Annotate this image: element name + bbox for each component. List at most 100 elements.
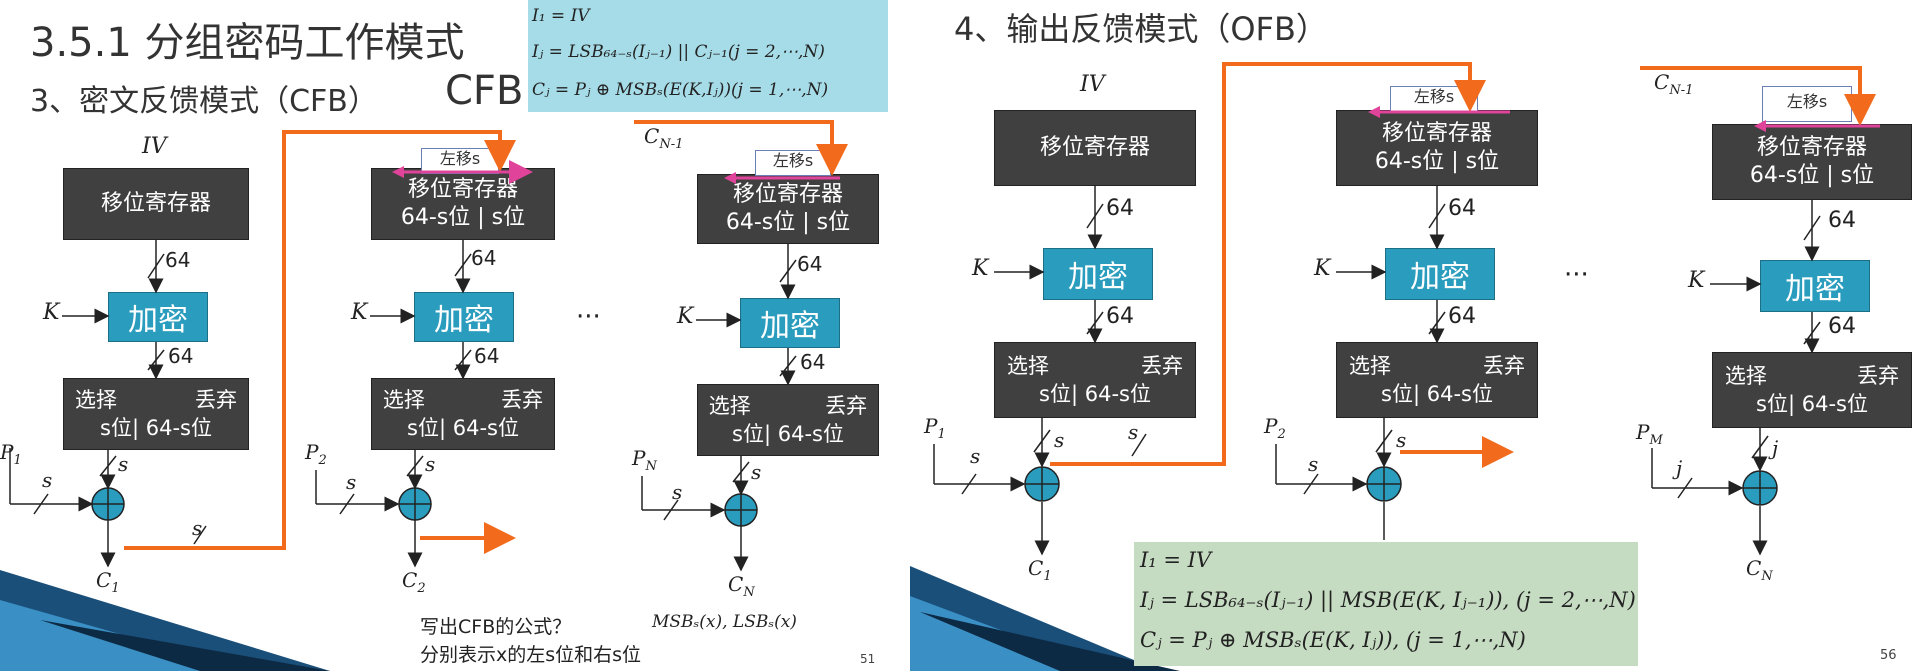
- decorative-stripes: [910, 566, 1180, 671]
- slide-title: 3.5.1 分组密码工作模式: [30, 20, 465, 66]
- c-sub: 1: [1043, 569, 1052, 584]
- c-sub: 2: [417, 581, 426, 596]
- shift-register-label: 移位寄存器: [1756, 135, 1867, 160]
- select-label: 选择: [1724, 364, 1767, 388]
- bits-64: 64: [168, 344, 194, 368]
- bits-64: 64: [797, 252, 823, 276]
- note-text: 分别表示x的左s位和右s位: [420, 644, 642, 666]
- s-label: s: [118, 452, 129, 476]
- shift-register-label: 移位寄存器: [1381, 121, 1492, 146]
- encrypt-block-1: 加密: [1043, 248, 1153, 300]
- p-sub: 1: [13, 453, 22, 468]
- select-label: 选择: [708, 394, 751, 418]
- p-sub: 2: [318, 453, 327, 468]
- key-label: K: [677, 304, 694, 329]
- p-sub: M: [1649, 433, 1663, 448]
- c-sub: N-1: [659, 137, 684, 152]
- encrypt-label: 加密: [1068, 260, 1128, 295]
- select-bits: s位| 64-s位: [407, 416, 519, 440]
- formula-line: I₁ = IV: [1140, 548, 1212, 572]
- output-cn: CN: [728, 572, 755, 600]
- c-letter: C: [644, 124, 660, 148]
- shift-register-label: 移位寄存器: [1039, 135, 1150, 160]
- select-block-2: 选择丢弃 s位| 64-s位: [1336, 342, 1538, 418]
- discard-label: 丢弃: [825, 394, 868, 418]
- page-number: 51: [860, 652, 876, 666]
- output-c2: C2: [402, 568, 426, 596]
- decorative-stripes: [0, 570, 330, 671]
- key-label: K: [972, 256, 989, 281]
- c-letter: C: [728, 572, 744, 596]
- select-block-2: 选择 丢弃 s位| 64-s位: [371, 378, 555, 450]
- xor-icon: [91, 487, 758, 527]
- select-bits: s位| 64-s位: [1756, 392, 1868, 416]
- s-label: s: [1396, 428, 1407, 452]
- encrypt-block-2: 加密: [1385, 248, 1495, 300]
- question-text: 写出CFB的公式？: [420, 616, 572, 638]
- s-label: s: [970, 444, 981, 468]
- encrypt-label: 加密: [1785, 272, 1845, 307]
- s-label: s: [425, 452, 436, 476]
- output-c1: C1: [96, 568, 120, 596]
- select-bits: s位| 64-s位: [100, 416, 212, 440]
- subtitle-suffix: CFB: [445, 68, 524, 114]
- bits-64: 64: [471, 246, 497, 270]
- xor-icon: [1024, 466, 1778, 506]
- cfb-formula-box: I₁ = IV Iⱼ = LSB₆₄₋ₛ(Iⱼ₋₁) || Cⱼ₋₁(j = 2…: [528, 0, 888, 112]
- c-sub: N: [1761, 569, 1773, 584]
- output-cn: CN: [1746, 556, 1773, 584]
- encrypt-label: 加密: [760, 309, 820, 344]
- input-p2: P2: [1264, 414, 1286, 442]
- ofb-formula-box: I₁ = IV Iⱼ = LSB₆₄₋ₛ(Iⱼ₋₁) || MSB(E(K, I…: [1134, 542, 1638, 666]
- p-letter: P: [924, 414, 938, 438]
- c-letter: C: [1746, 556, 1762, 580]
- key-label: K: [1314, 256, 1331, 281]
- discard-label: 丢弃: [501, 388, 544, 412]
- shift-register-bits: 64-s位 | s位: [725, 210, 851, 235]
- input-pm: PM: [1636, 420, 1663, 448]
- select-label: 选择: [382, 388, 425, 412]
- s-label: s: [192, 516, 203, 540]
- p-sub: N: [645, 459, 657, 474]
- p-letter: P: [305, 440, 319, 464]
- shift-register-bits: 64-s位 | s位: [1374, 149, 1500, 174]
- input-p2: P2: [305, 440, 327, 468]
- select-bits: s位| 64-s位: [1381, 382, 1493, 406]
- s-label: s: [42, 468, 53, 492]
- p-letter: P: [1264, 414, 1278, 438]
- p-sub: 2: [1277, 427, 1286, 442]
- select-block-3: 选择 丢弃 s位| 64-s位: [697, 384, 879, 456]
- s-label: s: [672, 480, 683, 504]
- discard-label: 丢弃: [1483, 354, 1525, 378]
- shift-register-2: 移位寄存器 64-s位 | s位: [371, 168, 555, 240]
- j-label: j: [1676, 456, 1683, 480]
- s-label: s: [751, 460, 762, 484]
- slide-ofb: 4、输出反馈模式（OFB） IV 移位寄存器 64 K 加密 64 选择丢弃 s…: [910, 0, 1922, 671]
- encrypt-block-3: 加密: [740, 298, 840, 348]
- cn-minus-1-label: CN-1: [644, 124, 683, 152]
- shift-register-bits: 64-s位 | s位: [1749, 163, 1875, 188]
- input-p1: P1: [924, 414, 946, 442]
- select-label: 选择: [75, 388, 118, 412]
- bits-64: 64: [1828, 314, 1856, 339]
- c-letter: C: [402, 568, 418, 592]
- shift-register-label: 移位寄存器: [407, 177, 518, 202]
- formula-line: Cⱼ = Pⱼ ⊕ MSBₛ(E(K,Iⱼ))(j = 1,⋯,N): [532, 80, 829, 100]
- page-number: 56: [1880, 648, 1897, 663]
- bits-64: 64: [1828, 208, 1856, 233]
- key-label: K: [43, 300, 60, 325]
- s-label: s: [346, 470, 357, 494]
- c-letter: C: [96, 568, 112, 592]
- s-label: s: [1054, 428, 1065, 452]
- key-label: K: [1688, 268, 1705, 293]
- shift-tag: 左移s: [1762, 86, 1852, 122]
- c-letter: C: [1654, 70, 1670, 94]
- c-sub: N: [743, 585, 755, 600]
- question-formula: MSBₛ(x), LSBₛ(x): [652, 612, 797, 632]
- formula-line: Iⱼ = LSB₆₄₋ₛ(Iⱼ₋₁) || MSB(E(K, Iⱼ₋₁)), (…: [1140, 588, 1636, 612]
- bits-64: 64: [165, 248, 191, 272]
- select-bits: s位| 64-s位: [732, 422, 844, 446]
- p-sub: 1: [937, 427, 946, 442]
- shift-register-2: 移位寄存器 64-s位 | s位: [1336, 110, 1538, 186]
- slide-subtitle: 3、密文反馈模式（CFB）: [30, 84, 378, 119]
